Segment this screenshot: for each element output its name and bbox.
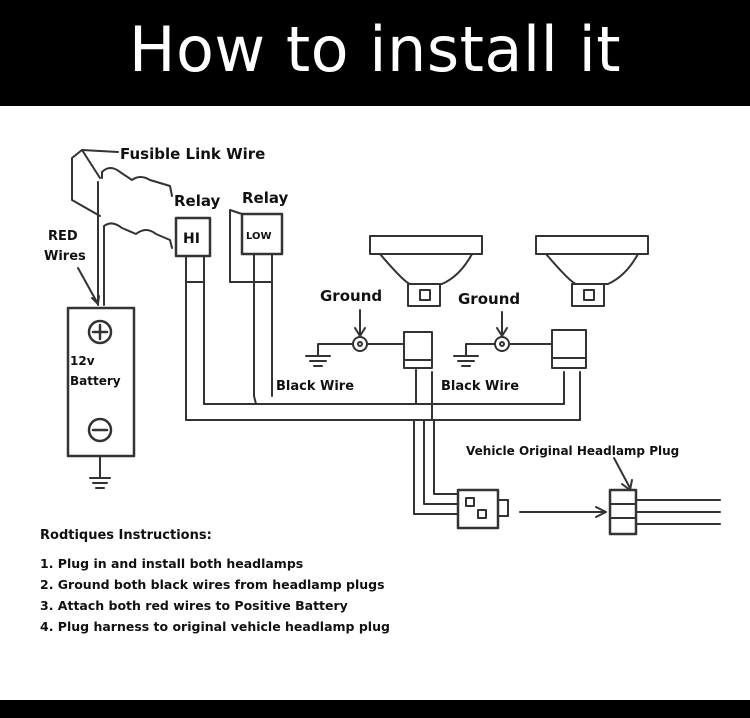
label-battery-2: Battery [70, 374, 121, 388]
harness-left-branch [415, 369, 433, 421]
title-banner: How to install it [0, 0, 750, 106]
label-ground-left: Ground [320, 287, 382, 305]
harness-main [185, 281, 581, 421]
headlamp-right-connector [551, 329, 587, 359]
label-relay-hi: Relay [174, 192, 221, 210]
battery-ground-symbol [89, 455, 111, 489]
label-vehicle-plug: Vehicle Original Headlamp Plug [466, 444, 679, 458]
instructions-panel: Rodtiques Instructions: 1. Plug in and i… [40, 528, 540, 637]
instruction-step: 1. Plug in and install both headlamps [40, 556, 304, 571]
ground-left-terminal [352, 336, 368, 352]
label-fusible-link: Fusible Link Wire [120, 145, 265, 163]
headlamp-left-lens [369, 235, 483, 255]
headlamp-right-lens [535, 235, 649, 255]
label-relay-low: Relay [242, 189, 289, 207]
red-wires-arrow [77, 267, 99, 305]
ground-right-symbol [453, 343, 496, 367]
label-red-wires-2: Wires [44, 249, 86, 264]
fusible-leader [71, 149, 119, 217]
harness-trunk [413, 419, 459, 515]
page-title: How to install it [128, 12, 622, 86]
battery-negative-terminal [87, 417, 113, 443]
label-black-wire-right: Black Wire [441, 379, 519, 394]
ground-right-terminal [494, 336, 510, 352]
fusible-link-wire-top [101, 167, 173, 197]
label-black-wire-left: Black Wire [276, 379, 354, 394]
label-battery-1: 12v [70, 354, 95, 368]
instructions-list: 1. Plug in and install both headlamps 2.… [40, 553, 540, 637]
vehicle-plug [608, 488, 638, 536]
fusible-link-wire-bottom [103, 222, 173, 249]
footer-bar [0, 700, 750, 718]
instruction-step: 3. Attach both red wires to Positive Bat… [40, 598, 348, 613]
instructions-title: Rodtiques Instructions: [40, 528, 212, 543]
relay-hi-text: HI [183, 231, 200, 247]
ground-left-symbol [305, 343, 354, 367]
headlamp-left-connector [403, 331, 433, 361]
relay-low-text: LOW [246, 231, 272, 242]
instruction-step: 4. Plug harness to original vehicle head… [40, 619, 390, 634]
instruction-step: 2. Ground both black wires from headlamp… [40, 577, 385, 592]
label-red-wires-1: RED [48, 229, 78, 244]
vehicle-plug-pointer [613, 457, 631, 489]
label-ground-right: Ground [458, 290, 520, 308]
battery-positive-terminal [87, 319, 113, 345]
